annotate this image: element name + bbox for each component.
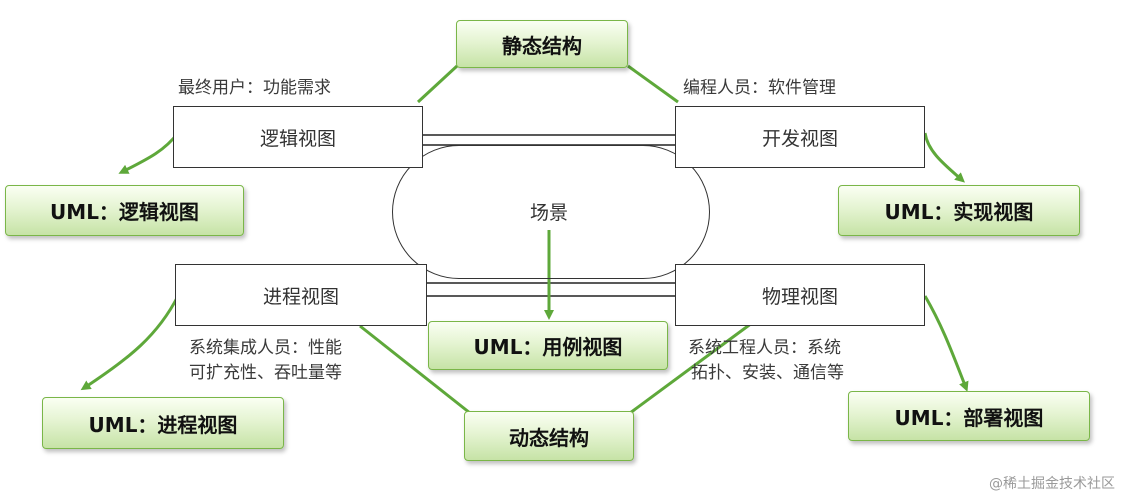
static-line-right <box>627 64 679 104</box>
logical-view-label: 逻辑视图 <box>259 127 336 150</box>
arrow-logical-uml <box>118 132 180 174</box>
development-view-label: 开发视图 <box>761 127 838 150</box>
physical-view-label: 物理视图 <box>761 285 838 308</box>
uml-logical-box: UML：逻辑视图 <box>5 185 244 236</box>
integrator-note-line1: 系统集成人员：性能 <box>189 338 342 358</box>
dynamic-structure-label: 动态结构 <box>509 425 589 450</box>
engineer-note-line1: 系统工程人员：系统 <box>688 338 841 358</box>
end-user-note: 最终用户：功能需求 <box>178 78 331 98</box>
arrow-process-uml <box>80 295 180 391</box>
uml-logical-label: UML：逻辑视图 <box>50 200 199 224</box>
development-view-box: 开发视图 <box>675 106 925 168</box>
process-view-box: 进程视图 <box>175 264 427 326</box>
process-view-label: 进程视图 <box>262 285 339 308</box>
dynamic-line-left <box>359 324 471 415</box>
static-structure-label: 静态结构 <box>502 33 582 58</box>
uml-implementation-box: UML：实现视图 <box>838 185 1080 236</box>
uml-process-label: UML：进程视图 <box>88 412 238 437</box>
static-line-left <box>416 64 459 104</box>
logical-view-box: 逻辑视图 <box>173 106 423 168</box>
uml-deployment-box: UML：部署视图 <box>848 391 1090 441</box>
uml-implementation-label: UML：实现视图 <box>884 200 1034 224</box>
arrow-physical-uml <box>923 295 969 392</box>
static-structure-box: 静态结构 <box>456 20 628 68</box>
engineer-note-line2: 拓扑、安装、通信等 <box>691 363 844 383</box>
uml-use-case-box: UML：用例视图 <box>428 321 668 370</box>
watermark: @稀土掘金技术社区 <box>989 476 1115 492</box>
scene-ellipse <box>392 145 710 279</box>
physical-view-box: 物理视图 <box>675 264 925 326</box>
integrator-note-line2: 可扩充性、吞吐量等 <box>189 363 342 383</box>
dynamic-line-right <box>629 321 753 415</box>
uml-deployment-label: UML：部署视图 <box>894 405 1044 430</box>
uml-use-case-label: UML：用例视图 <box>473 335 623 359</box>
programmer-note: 编程人员：软件管理 <box>683 78 836 98</box>
uml-process-box: UML：进程视图 <box>42 397 284 449</box>
dynamic-structure-box: 动态结构 <box>464 411 634 461</box>
scene-label: 场景 <box>529 202 568 224</box>
arrow-development-uml <box>923 132 965 183</box>
